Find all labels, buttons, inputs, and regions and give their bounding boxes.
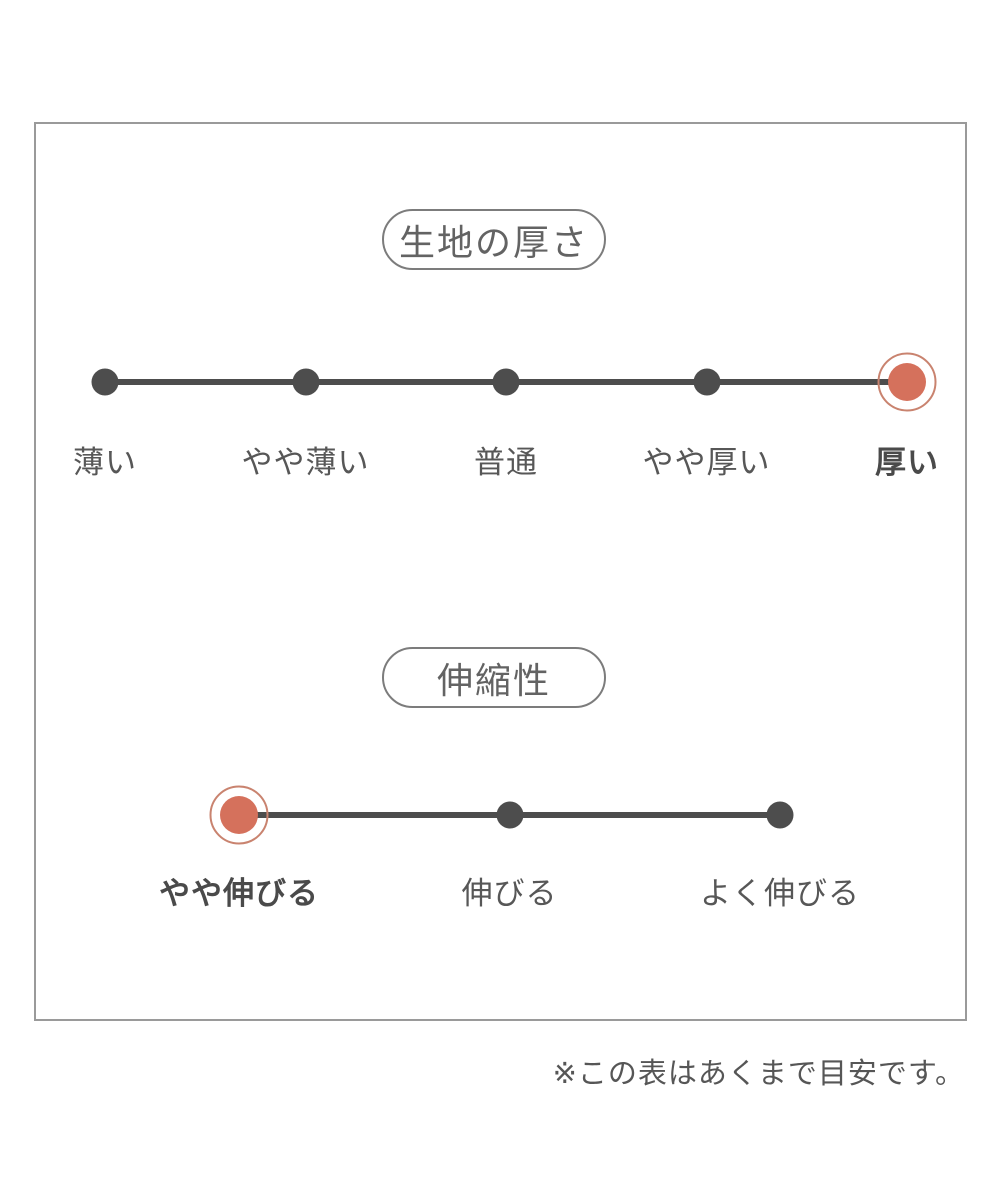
selected-dot-ring [209,785,269,845]
scale-point-label: 厚い [875,445,939,480]
scale-dot [496,801,523,829]
stretch-title-pill: 伸縮性 [382,647,606,708]
scale-point-label: やや伸びる [159,876,319,911]
selected-dot-ring [877,352,937,412]
scale-dot [292,368,319,396]
selected-dot [209,785,269,845]
scale-point-label: 伸びる [461,876,558,911]
scale-dot [91,368,119,396]
stretch-scale-track [209,785,794,845]
stretch-title: 伸縮性 [436,659,551,701]
thickness-title: 生地の厚さ [398,221,589,263]
scale-point-label: やや薄い [241,445,370,480]
scale-point-label: やや厚い [642,445,771,480]
diagram-frame: 生地の厚さ 薄い やや薄い 普通 やや厚い 厚い 伸縮性 やや伸びる 伸びる よく伸びる [34,122,967,1021]
scale-dot [693,368,720,396]
selected-dot [877,352,937,412]
stretch-scale-labels: やや伸びる 伸びる よく伸びる [159,876,859,911]
scale-point-label: 薄い [73,445,137,480]
scale-point-label: よく伸びる [700,876,860,911]
thickness-scale-labels: 薄い やや薄い 普通 やや厚い 厚い [73,445,938,480]
scale-point-label: 普通 [474,445,538,480]
scale-dot [492,368,520,396]
scale-dot [766,801,794,829]
thickness-title-pill: 生地の厚さ [382,209,606,270]
thickness-scale-track [91,352,937,412]
disclaimer-note: ※この表はあくまで目安です。 [552,1058,965,1090]
